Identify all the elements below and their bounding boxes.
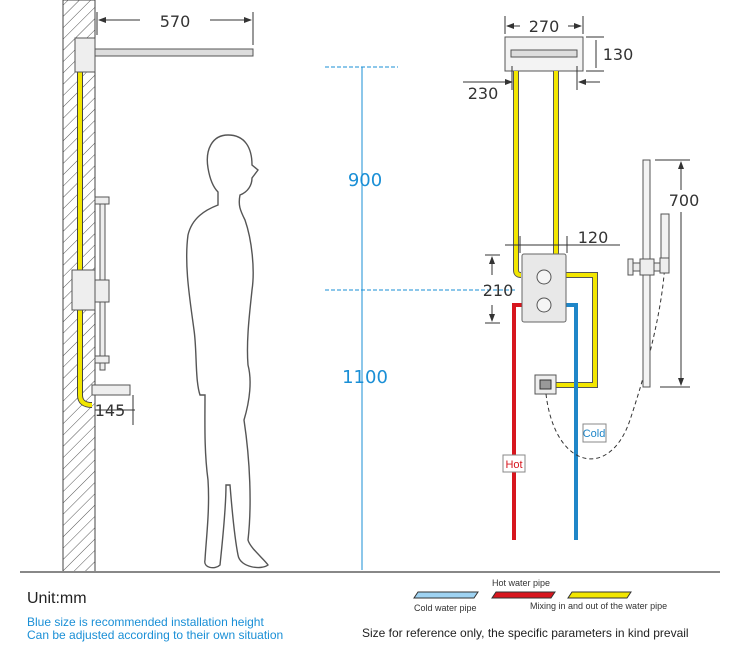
valve-side bbox=[71, 269, 96, 311]
legend-swatch-cold bbox=[413, 591, 479, 599]
dim-valve-height: 1100 bbox=[342, 367, 388, 388]
shower-arm-mount bbox=[74, 37, 96, 73]
hot-label: Hot bbox=[505, 459, 522, 471]
dim-valve-height: 210 bbox=[483, 281, 514, 300]
legend-cold: Cold water pipe bbox=[414, 603, 477, 613]
hand-shower bbox=[660, 213, 670, 259]
human-silhouette bbox=[186, 134, 269, 569]
dim-spout: 145 bbox=[95, 401, 126, 420]
dim-valve-width: 120 bbox=[578, 228, 609, 247]
thermostatic-valve bbox=[521, 253, 567, 323]
mixing-pipes bbox=[513, 71, 598, 388]
flow-knob bbox=[536, 297, 552, 313]
unit-label: Unit:mm bbox=[27, 590, 87, 607]
hot-label-box bbox=[502, 454, 526, 473]
dim-pipe-spacing: 230 bbox=[468, 84, 499, 103]
cold-label: Cold bbox=[583, 428, 606, 440]
spout-side bbox=[91, 384, 131, 396]
legend-mixing: Mixing in and out of the water pipe bbox=[530, 601, 668, 611]
hose-dashed bbox=[545, 261, 666, 460]
hot-pipe bbox=[512, 303, 522, 540]
dim-head-height: 900 bbox=[348, 170, 382, 191]
dim-head-width: 270 bbox=[529, 17, 560, 36]
cold-label-box bbox=[582, 423, 607, 443]
dim-shower-arm: 570 bbox=[160, 12, 191, 31]
legend-hot: Hot water pipe bbox=[492, 578, 551, 588]
legend-swatch-mixing bbox=[567, 591, 632, 599]
dim-slide-bar: 700 bbox=[669, 191, 700, 210]
temperature-knob bbox=[536, 269, 552, 285]
reference-note: Size for reference only, the specific pa… bbox=[362, 626, 689, 640]
shower-head-side bbox=[94, 48, 254, 57]
cold-pipe bbox=[566, 303, 578, 540]
blue-note-2: Can be adjusted according to their own s… bbox=[27, 628, 284, 642]
legend-swatch-hot bbox=[491, 591, 556, 599]
dim-head-height: 130 bbox=[603, 45, 634, 64]
blue-note-1: Blue size is recommended installation he… bbox=[27, 615, 264, 629]
